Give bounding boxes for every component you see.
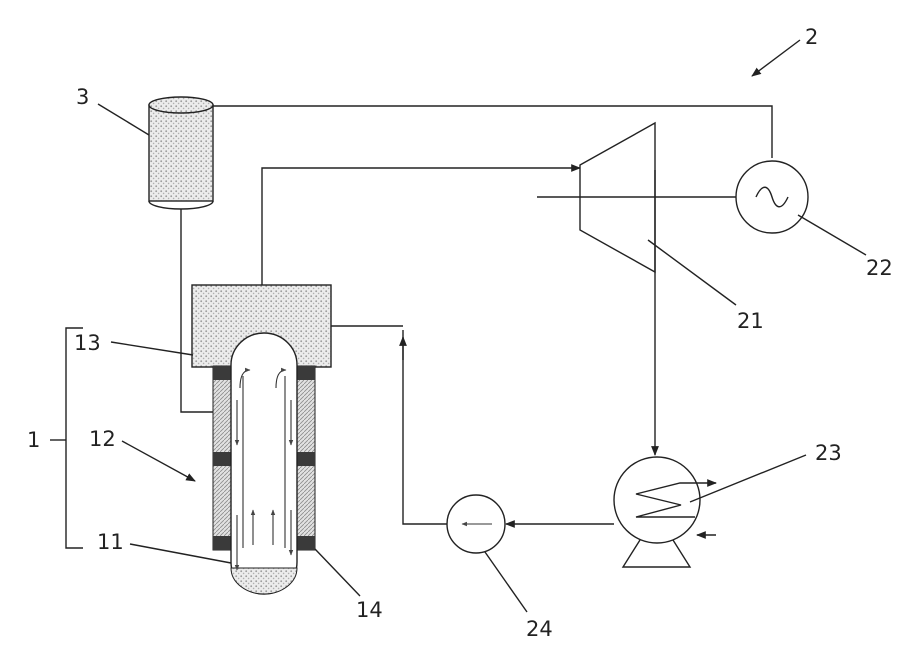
leader-22 xyxy=(798,215,866,255)
label-21: 21 xyxy=(737,309,764,333)
leader-12 xyxy=(122,441,195,481)
line-header-to-turbine xyxy=(262,168,580,285)
label-3: 3 xyxy=(76,85,89,109)
label-1: 1 xyxy=(27,428,40,452)
label-2: 2 xyxy=(805,25,818,49)
label-23: 23 xyxy=(815,441,842,465)
leader-2 xyxy=(752,40,800,76)
label-11: 11 xyxy=(97,530,124,554)
leader-23 xyxy=(690,455,806,502)
generator-22 xyxy=(736,161,808,233)
label-12: 12 xyxy=(89,427,116,451)
label-14: 14 xyxy=(356,598,383,622)
line-tank-to-generator xyxy=(213,106,772,158)
leader-21 xyxy=(648,240,736,305)
bracket-1 xyxy=(66,328,83,548)
label-13: 13 xyxy=(74,331,101,355)
leader-3 xyxy=(98,104,149,135)
reactor-vessel-11 xyxy=(213,333,315,594)
label-24: 24 xyxy=(526,617,553,641)
condenser-23 xyxy=(614,457,716,567)
storage-tank-3 xyxy=(149,97,213,209)
label-22: 22 xyxy=(866,256,893,280)
pump-24 xyxy=(447,495,505,553)
leader-24 xyxy=(485,552,527,612)
line-pump-to-header xyxy=(403,330,447,524)
leader-14 xyxy=(315,549,360,596)
